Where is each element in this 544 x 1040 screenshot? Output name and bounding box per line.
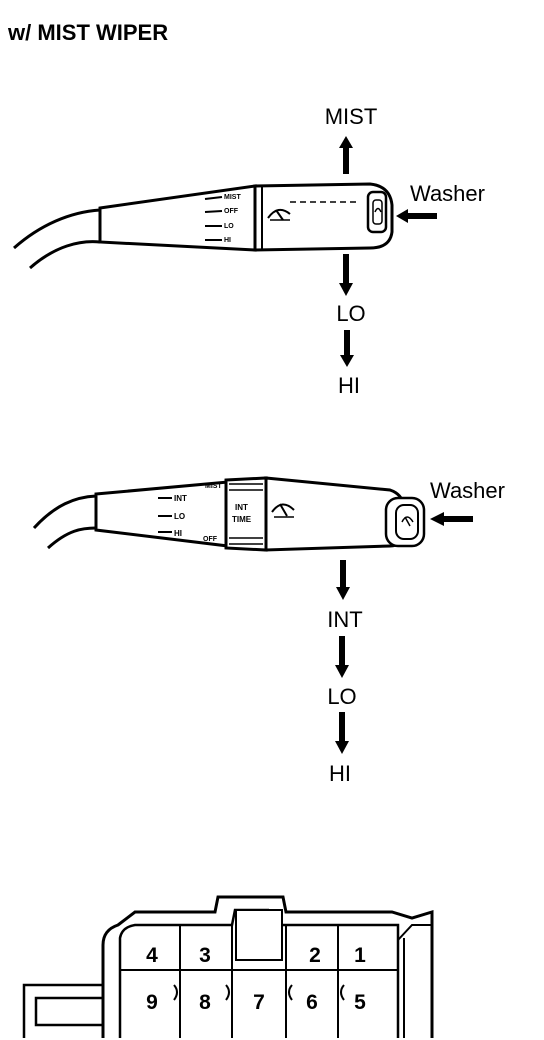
connector-pin-8: 8 bbox=[199, 991, 211, 1014]
connector-pin-1: 1 bbox=[354, 944, 366, 967]
connector-right-rib bbox=[397, 924, 432, 1038]
switch-2-label-lo: LO bbox=[327, 684, 356, 709]
switch-2-arrow-down-lo bbox=[335, 636, 349, 678]
switch-1-detent-off: OFF bbox=[224, 208, 239, 215]
switch-1-knob bbox=[253, 182, 394, 252]
switch-1-detent-marks: MIST OFF LO HI bbox=[204, 194, 241, 244]
switch-2-ring-label-int: INT bbox=[235, 503, 248, 512]
switch-1-label-hi: HI bbox=[338, 373, 360, 398]
switch-2-wiper-icon bbox=[271, 503, 295, 518]
switch-2-ring-label-time: TIME bbox=[232, 515, 252, 524]
switch-1-arrow-up bbox=[339, 136, 353, 174]
connector: 4 3 2 1 9 8 7 6 5 bbox=[22, 895, 434, 1038]
switch-2-arrow-down-int bbox=[336, 560, 350, 600]
switch-2-label-int: INT bbox=[327, 607, 362, 632]
switch-2-detent-off: OFF bbox=[203, 536, 218, 543]
connector-housing bbox=[101, 895, 434, 1038]
switch-1-cable bbox=[13, 208, 101, 270]
connector-pin-9: 9 bbox=[146, 991, 158, 1014]
switch-1-washer-arrow bbox=[396, 209, 437, 223]
switch-2-detent-hi: HI bbox=[174, 529, 182, 538]
switch-2-detent-lo: LO bbox=[174, 512, 185, 521]
switch-1-detent-lo: LO bbox=[224, 223, 234, 230]
switch-1-washer-button bbox=[366, 190, 388, 234]
switch-1-label-washer: Washer bbox=[410, 181, 485, 206]
connector-key-slot bbox=[235, 909, 283, 961]
switch-1-detent-hi: HI bbox=[224, 237, 231, 244]
switch-1-wiper-icon bbox=[267, 208, 291, 221]
connector-pin-2: 2 bbox=[309, 944, 321, 967]
switch-2-int-time-ring bbox=[224, 476, 268, 552]
switch-2-arrow-down-hi bbox=[335, 712, 349, 754]
switch-1-label-lo: LO bbox=[336, 301, 365, 326]
connector-cell-grid bbox=[120, 925, 398, 1038]
switch-2-detent-marks: MIST INT LO HI OFF bbox=[158, 483, 222, 543]
switch-2-washer-arrow bbox=[430, 512, 473, 526]
switch-1-arrow-down-lo bbox=[339, 254, 353, 296]
connector-pin-7: 7 bbox=[253, 991, 265, 1014]
connector-pin-3: 3 bbox=[199, 944, 211, 967]
switch-2-detent-int: INT bbox=[174, 494, 187, 503]
switch-1: MIST OFF LO HI MIST Washer bbox=[13, 104, 485, 398]
switch-1-detent-mist: MIST bbox=[224, 194, 241, 201]
connector-pin-5: 5 bbox=[354, 991, 366, 1014]
switch-1-label-mist: MIST bbox=[325, 104, 378, 129]
diagram-title: w/ MIST WIPER bbox=[7, 20, 168, 45]
connector-left-latch bbox=[22, 983, 103, 1038]
connector-pin-4: 4 bbox=[146, 944, 158, 967]
switch-2-detent-mist: MIST bbox=[205, 483, 222, 490]
connector-pin-6: 6 bbox=[306, 991, 318, 1014]
switch-2-cable bbox=[32, 494, 97, 550]
switch-2-ring-ridges bbox=[229, 483, 263, 545]
switch-2-label-washer: Washer bbox=[430, 478, 505, 503]
switch-1-arrow-down-hi bbox=[340, 330, 354, 367]
switch-2: MIST INT LO HI OFF INT TIME bbox=[32, 476, 505, 786]
switch-2-label-hi: HI bbox=[329, 761, 351, 786]
